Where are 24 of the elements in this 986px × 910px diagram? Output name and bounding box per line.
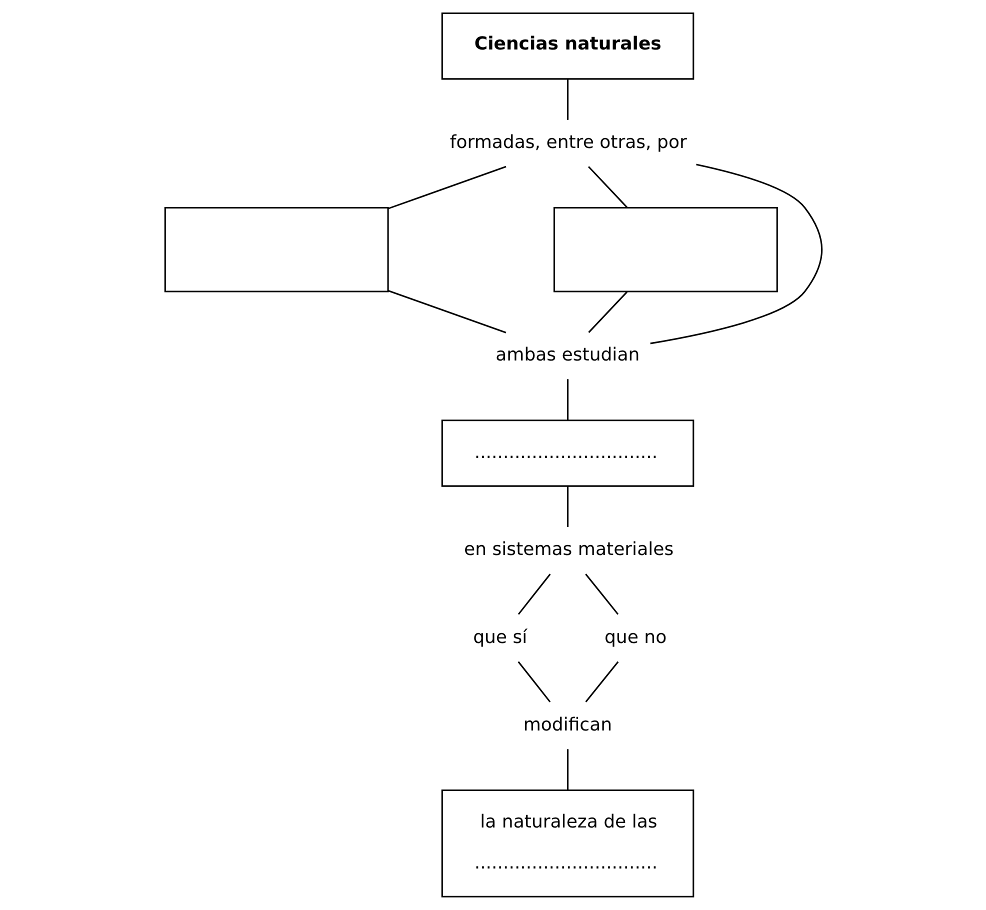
- connector: [387, 166, 506, 210]
- connector: [566, 379, 568, 420]
- connector: [566, 749, 568, 790]
- connector: [388, 290, 506, 334]
- connector: [566, 79, 568, 120]
- node-text: que no: [604, 626, 666, 648]
- node-text: modifican: [522, 714, 612, 736]
- connector: [517, 661, 550, 702]
- node-text: ambas estudian: [495, 344, 640, 366]
- node-box: la naturaleza de las ................................: [440, 789, 694, 898]
- connector: [650, 164, 822, 344]
- node-box: ................................: [440, 420, 694, 487]
- connector: [517, 574, 550, 615]
- node-box: [164, 206, 388, 292]
- connector: [587, 166, 628, 208]
- node-text: en sistemas materiales: [464, 539, 674, 560]
- connector: [584, 574, 618, 615]
- node-box: Ciencias naturales: [440, 12, 694, 80]
- connector: [584, 661, 618, 702]
- node-text: formadas, entre otras, por: [449, 132, 686, 154]
- connector: [588, 291, 628, 333]
- node-box: [552, 206, 778, 292]
- node-text: que sí: [472, 626, 527, 648]
- connector: [566, 486, 568, 527]
